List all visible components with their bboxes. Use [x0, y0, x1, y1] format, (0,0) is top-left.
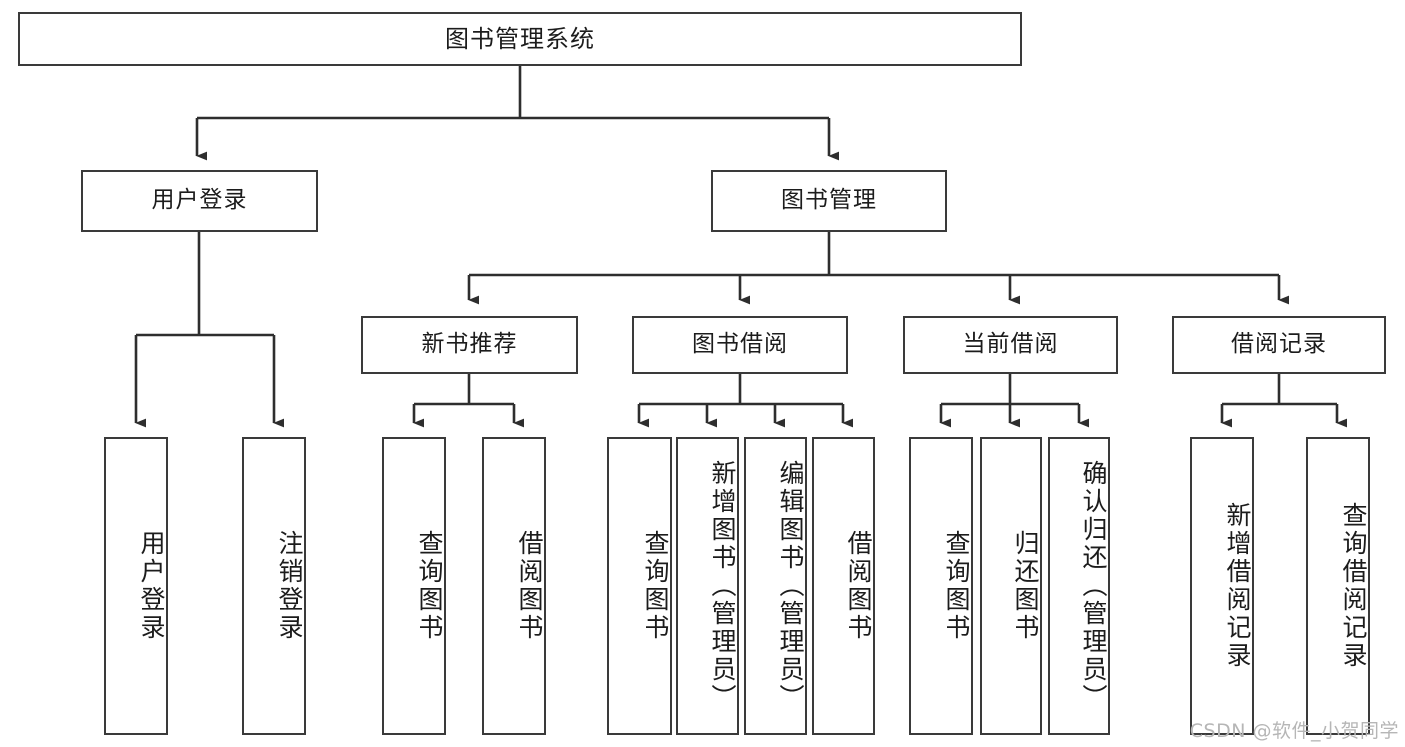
leaf-borrow-edit-book-admin[interactable]: 编辑图书（管理员） [744, 437, 807, 735]
node-label: 借阅图书 [844, 530, 873, 642]
leaf-borrow-query-book[interactable]: 查询图书 [607, 437, 672, 735]
node-book-borrowing[interactable]: 图书借阅 [632, 316, 848, 374]
node-label: 图书借阅 [692, 331, 788, 358]
node-label: 新增图书（管理员） [708, 460, 737, 712]
node-user-login[interactable]: 用户登录 [81, 170, 318, 232]
csdn-watermark: CSDN @软件_小贺同学 [1189, 720, 1399, 742]
leaf-current-query-book[interactable]: 查询图书 [909, 437, 973, 735]
node-label: 查询图书 [415, 530, 444, 642]
node-root-book-management-system[interactable]: 图书管理系统 [18, 12, 1022, 66]
leaf-borrow-borrow-book[interactable]: 借阅图书 [812, 437, 875, 735]
node-label: 当前借阅 [962, 331, 1059, 358]
node-label: 新书推荐 [421, 331, 518, 358]
node-label: 图书管理系统 [445, 24, 595, 53]
leaf-user-login-login[interactable]: 用户登录 [104, 437, 168, 735]
leaf-user-login-logout[interactable]: 注销登录 [242, 437, 306, 735]
node-label: 图书管理 [781, 187, 877, 214]
leaf-current-confirm-return-admin[interactable]: 确认归还（管理员） [1048, 437, 1110, 735]
leaf-record-add-record[interactable]: 新增借阅记录 [1190, 437, 1254, 735]
leaf-current-return-book[interactable]: 归还图书 [980, 437, 1042, 735]
node-label: 借阅图书 [515, 530, 544, 642]
node-label: 用户登录 [137, 530, 166, 642]
node-label: 用户登录 [151, 187, 248, 214]
node-book-management[interactable]: 图书管理 [711, 170, 947, 232]
leaf-recommend-query-book[interactable]: 查询图书 [382, 437, 446, 735]
node-label: 归还图书 [1011, 530, 1040, 642]
leaf-borrow-add-book-admin[interactable]: 新增图书（管理员） [676, 437, 739, 735]
node-label: 新增借阅记录 [1223, 502, 1252, 670]
node-label: 借阅记录 [1231, 331, 1327, 358]
node-label: 查询图书 [942, 530, 971, 642]
node-label: 编辑图书（管理员） [776, 460, 805, 712]
leaf-recommend-borrow-book[interactable]: 借阅图书 [482, 437, 546, 735]
node-new-book-recommendation[interactable]: 新书推荐 [361, 316, 578, 374]
node-borrowing-record[interactable]: 借阅记录 [1172, 316, 1386, 374]
node-label: 查询图书 [641, 530, 670, 642]
node-label: 确认归还（管理员） [1079, 460, 1108, 712]
node-label: 注销登录 [275, 530, 304, 642]
node-current-borrowing[interactable]: 当前借阅 [903, 316, 1118, 374]
leaf-record-query-record[interactable]: 查询借阅记录 [1306, 437, 1370, 735]
node-label: 查询借阅记录 [1339, 502, 1368, 670]
